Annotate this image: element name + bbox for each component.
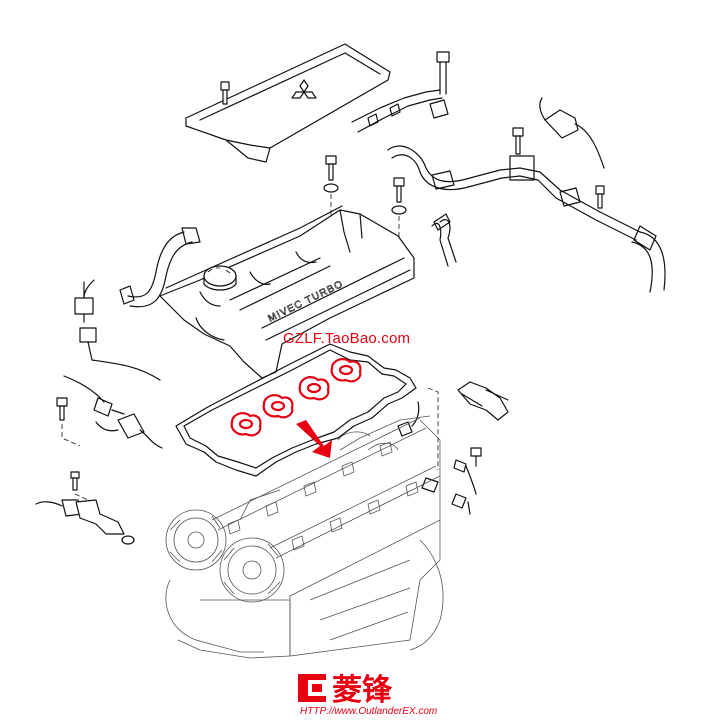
mitsubishi-logo-icon <box>291 79 317 99</box>
valve-cover-gasket <box>175 343 417 477</box>
spark-plug-tube-gaskets <box>230 358 362 437</box>
brand-logo-text: 菱锋 <box>332 673 393 706</box>
tube-gasket-4 <box>330 358 362 383</box>
intake-cam-sprocket <box>165 509 227 571</box>
bracket-bolt <box>509 127 535 181</box>
red-arrow-icon <box>296 420 332 458</box>
water-outlet-hose <box>427 381 509 470</box>
tube-gasket-2 <box>262 394 294 419</box>
sensor-connector-right <box>539 97 605 209</box>
valve-cover: MIVEC TURBO <box>159 205 415 379</box>
breather-hose <box>387 145 641 241</box>
brand-mark-icon <box>298 674 326 702</box>
valve-cover-bolt-left <box>323 155 339 232</box>
tube-gasket-3 <box>298 376 330 401</box>
intercooler-hose-right <box>631 225 666 293</box>
watermark-text: GZLF.TaoBao.com <box>283 330 411 347</box>
valve-cover-bolt-right <box>391 177 407 244</box>
left-wiring-connectors <box>63 279 161 417</box>
small-hose-right <box>431 213 457 267</box>
tube-gasket-1 <box>230 412 262 437</box>
cover-bolt <box>220 81 230 105</box>
cylinder-head-assembly <box>165 415 444 659</box>
brand-url: HTTP://www.OutlanderEX.com <box>300 706 438 717</box>
pcv-hose-assembly <box>351 51 450 133</box>
left-breather-hose <box>119 227 201 308</box>
oil-control-valve <box>35 471 135 545</box>
brand-logo: 菱锋 <box>298 673 393 706</box>
cam-position-sensor-left <box>56 397 163 449</box>
engine-top-cover <box>185 43 391 163</box>
exhaust-cam-sprocket <box>219 537 285 603</box>
